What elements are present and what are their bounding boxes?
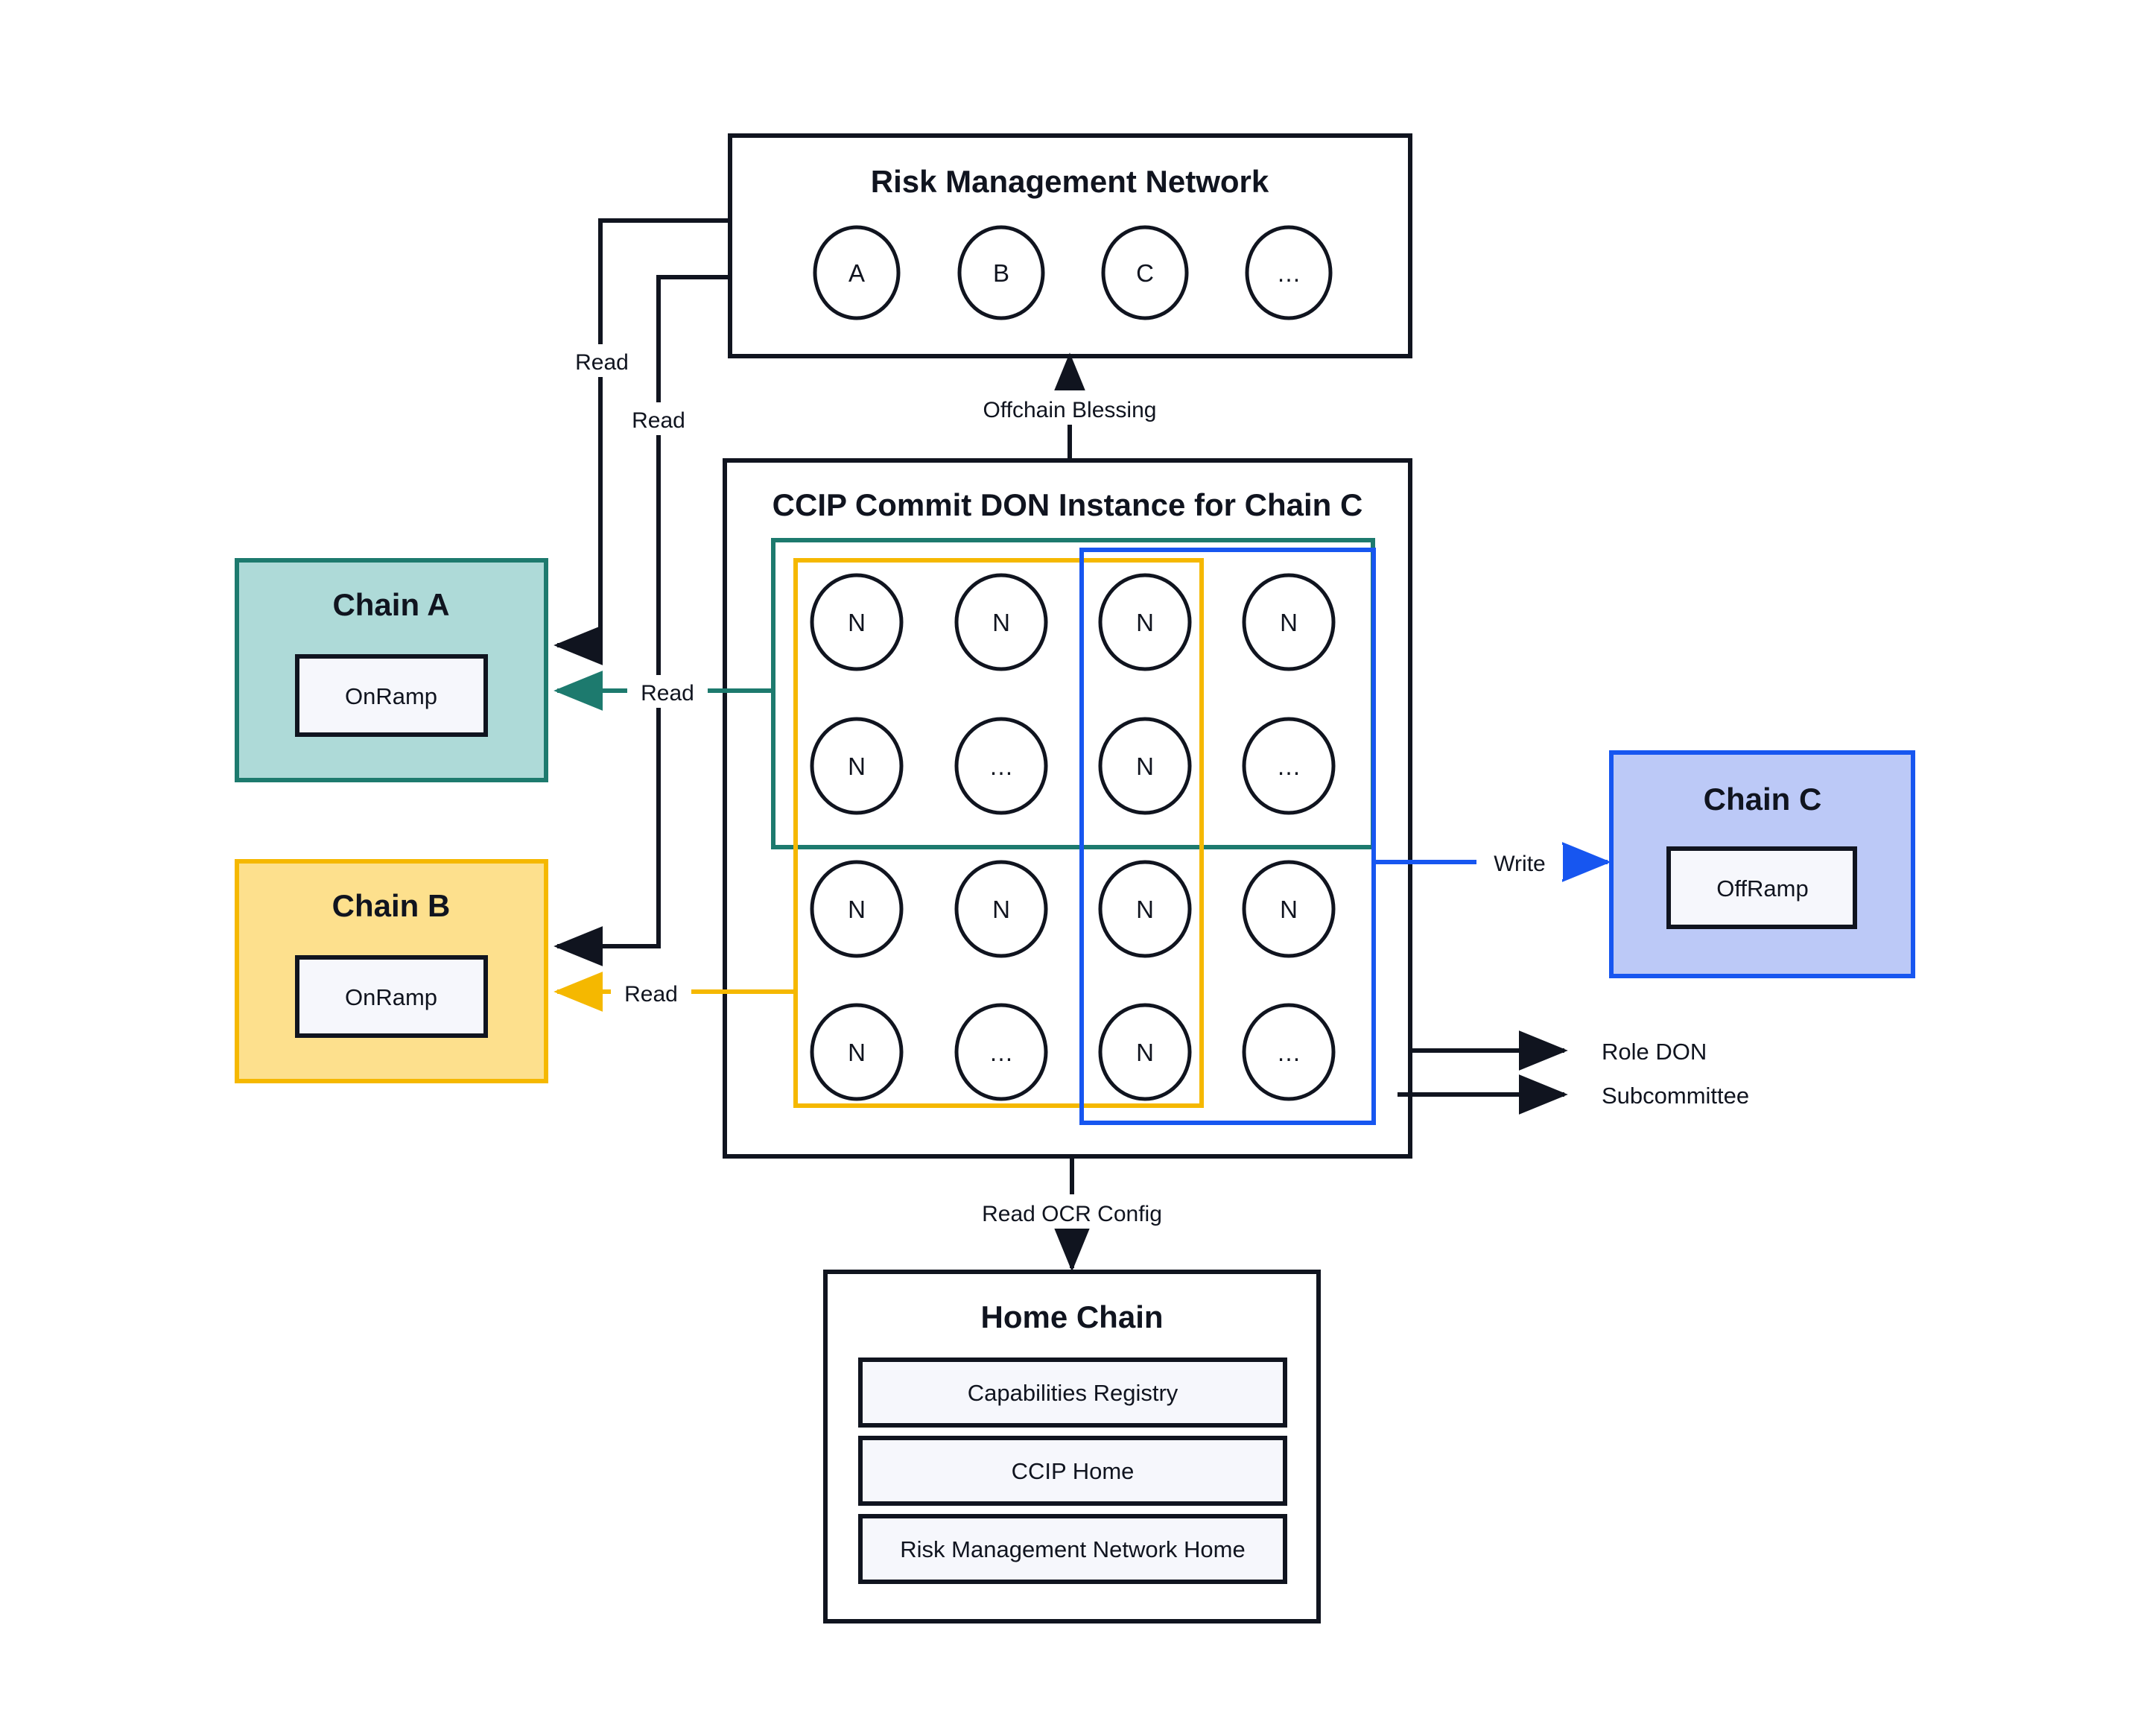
don-node-r3c2: N	[954, 860, 1048, 958]
don-node-r2c3-label: N	[1136, 753, 1154, 780]
don-node-r4c4: …	[1242, 1003, 1336, 1101]
chain-a-box: Chain A OnRamp	[235, 558, 548, 782]
rmn-node-b: B	[957, 225, 1045, 320]
rmn-node-c: C	[1101, 225, 1189, 320]
don-node-r4c3: N	[1098, 1003, 1192, 1101]
don-node-r3c3-label: N	[1136, 896, 1154, 923]
edge-don-read-chain-a: Read	[553, 671, 773, 711]
home-chain-item-capabilities-registry: Capabilities Registry	[858, 1358, 1287, 1428]
don-node-r1c4-label: N	[1280, 609, 1298, 636]
don-node-r4c4-label: …	[1277, 1039, 1301, 1066]
rmn-node-a: A	[813, 225, 901, 320]
edge-read-ocr-config-label: Read OCR Config	[982, 1202, 1162, 1226]
rmn-node-ellipsis-label: …	[1277, 259, 1301, 287]
home-chain-item-ccip-home: CCIP Home	[858, 1436, 1287, 1506]
home-chain-title: Home Chain	[980, 1299, 1163, 1334]
rmn-node-ellipsis: …	[1245, 225, 1333, 320]
don-node-r1c2: N	[954, 573, 1048, 671]
legend-role-don-label: Role DON	[1602, 1039, 1707, 1065]
home-chain-box: Home Chain Capabilities Registry CCIP Ho…	[823, 1270, 1321, 1623]
don-node-r2c3: N	[1098, 717, 1192, 815]
don-node-r1c3: N	[1098, 573, 1192, 671]
edge-offchain-blessing: Offchain Blessing	[973, 352, 1168, 460]
chain-c-offramp-label: OffRamp	[1716, 875, 1808, 902]
don-node-r3c1: N	[810, 860, 904, 958]
don-node-r4c2: …	[954, 1003, 1048, 1101]
legend-subcommittee: Subcommittee	[1398, 1074, 1749, 1115]
edge-rmn-read-chain-b: Read	[553, 275, 730, 966]
ccip-home-label: CCIP Home	[1012, 1458, 1135, 1484]
home-chain-item-rmn-home: Risk Management Network Home	[858, 1514, 1287, 1584]
chain-b-box: Chain B OnRamp	[235, 859, 548, 1083]
don-node-r3c1-label: N	[848, 896, 866, 923]
don-node-r3c3: N	[1098, 860, 1192, 958]
don-node-r1c1: N	[810, 573, 904, 671]
chain-c-offramp: OffRamp	[1666, 846, 1857, 929]
chain-c-title: Chain C	[1704, 782, 1822, 817]
overlay-yellow-role-don	[793, 558, 1204, 1108]
commit-don-box: CCIP Commit DON Instance for Chain C N N…	[723, 458, 1412, 1159]
capabilities-registry-label: Capabilities Registry	[968, 1380, 1178, 1406]
don-node-r4c3-label: N	[1136, 1039, 1154, 1066]
don-node-r2c2: …	[954, 717, 1048, 815]
rmn-home-label: Risk Management Network Home	[900, 1536, 1245, 1562]
don-node-r1c4: N	[1242, 573, 1336, 671]
chain-a-title: Chain A	[332, 587, 449, 622]
chain-b-onramp-label: OnRamp	[345, 984, 437, 1010]
chain-b-title: Chain B	[332, 888, 451, 923]
don-node-r2c2-label: …	[989, 753, 1014, 780]
don-node-r4c1-label: N	[848, 1039, 866, 1066]
chain-b-onramp: OnRamp	[295, 955, 488, 1038]
don-node-r4c1: N	[810, 1003, 904, 1101]
edge-write-chain-c: Write	[1374, 842, 1611, 882]
don-node-r3c2-label: N	[992, 896, 1010, 923]
don-node-r3c4: N	[1242, 860, 1336, 958]
rmn-node-c-label: C	[1136, 259, 1154, 287]
edge-read-ocr-config: Read OCR Config	[973, 1156, 1171, 1272]
don-node-r1c2-label: N	[992, 609, 1010, 636]
edge-rmn-read-chain-a-label: Read	[575, 350, 629, 375]
don-node-r2c1: N	[810, 717, 904, 815]
commit-don-title: CCIP Commit DON Instance for Chain C	[773, 487, 1363, 522]
edge-don-read-chain-a-label: Read	[641, 681, 694, 706]
edge-don-read-chain-b: Read	[553, 972, 796, 1012]
chain-a-onramp: OnRamp	[295, 654, 488, 737]
risk-management-network-box: Risk Management Network A B C …	[728, 133, 1412, 358]
don-node-r2c4: …	[1242, 717, 1336, 815]
legend-subcommittee-label: Subcommittee	[1602, 1083, 1749, 1109]
legend-role-don: Role DON	[1410, 1030, 1707, 1071]
rmn-node-a-label: A	[848, 259, 865, 287]
edge-write-chain-c-label: Write	[1494, 852, 1545, 876]
chain-c-box: Chain C OffRamp	[1609, 750, 1915, 978]
chain-a-onramp-label: OnRamp	[345, 683, 437, 709]
rmn-node-b-label: B	[993, 259, 1009, 287]
don-node-r2c4-label: …	[1277, 753, 1301, 780]
overlay-blue-subcommittee	[1079, 548, 1376, 1125]
don-node-r4c2-label: …	[989, 1039, 1014, 1066]
edge-rmn-read-chain-a: Read	[553, 218, 730, 665]
don-node-r2c1-label: N	[848, 753, 866, 780]
don-node-r1c1-label: N	[848, 609, 866, 636]
edge-rmn-read-chain-b-label: Read	[632, 408, 685, 433]
edge-don-read-chain-b-label: Read	[624, 982, 678, 1007]
risk-management-network-title: Risk Management Network	[871, 164, 1269, 199]
don-node-r3c4-label: N	[1280, 896, 1298, 923]
don-node-r1c3-label: N	[1136, 609, 1154, 636]
edge-offchain-blessing-label: Offchain Blessing	[983, 398, 1157, 422]
